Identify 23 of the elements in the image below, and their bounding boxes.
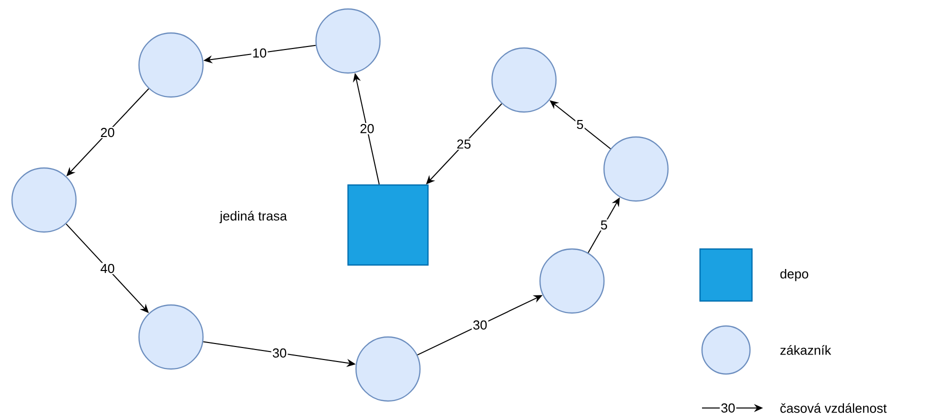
edge-label: 5 xyxy=(576,120,584,130)
edge-label: 25 xyxy=(457,139,471,149)
edge-label: 30 xyxy=(473,320,487,330)
edge-label: 10 xyxy=(253,48,266,58)
legend-label: zákazník xyxy=(780,345,832,355)
customer-circle xyxy=(355,336,421,402)
customer-circle xyxy=(11,167,77,233)
edge-label: 20 xyxy=(100,128,114,138)
edge-label: 40 xyxy=(100,264,114,274)
legend-sample-label: 30 xyxy=(721,403,735,413)
customer-circle xyxy=(539,248,605,314)
depot-square xyxy=(347,184,429,266)
legend-label: depo xyxy=(780,268,808,282)
route-label: jediná trasa xyxy=(220,210,288,224)
legend-label: časová vzdálenost xyxy=(780,403,887,413)
customer-circle xyxy=(138,304,204,370)
edge-label: 30 xyxy=(272,348,286,358)
customer-circle xyxy=(315,8,381,74)
customer-circle xyxy=(603,136,669,202)
edge-label: 20 xyxy=(360,124,374,134)
customer-circle xyxy=(138,32,204,98)
customer-circle xyxy=(491,47,557,113)
edge-label: 5 xyxy=(600,220,608,230)
